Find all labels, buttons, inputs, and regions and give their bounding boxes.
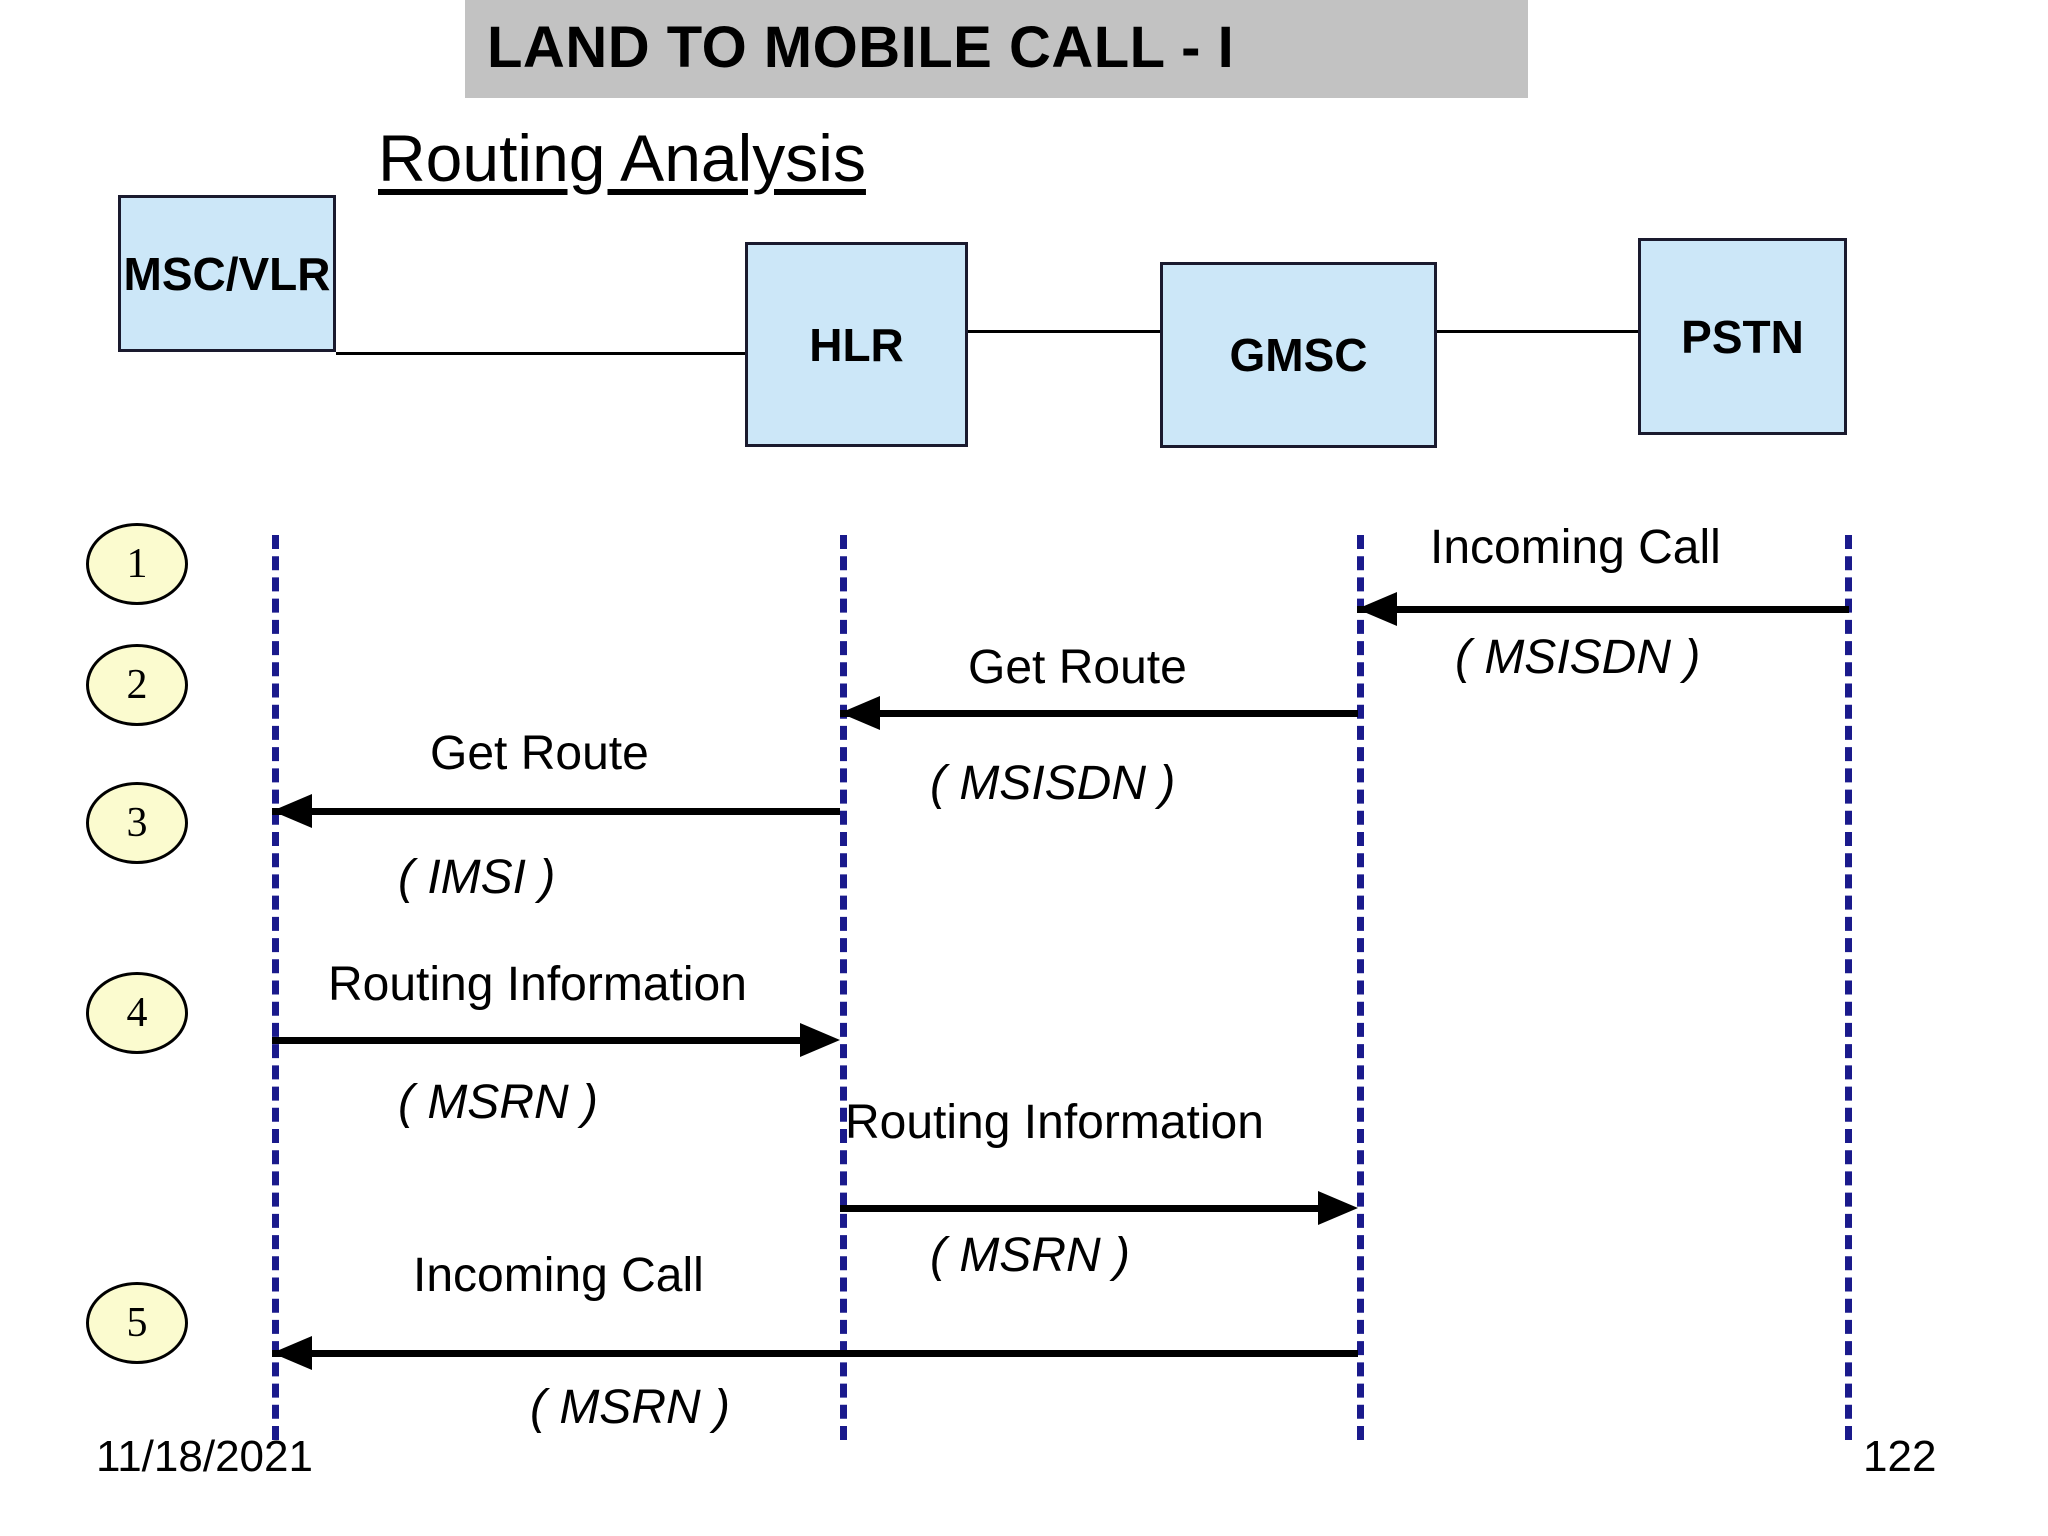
message-label-4: Routing Information xyxy=(328,958,747,1011)
message-line-2 xyxy=(840,710,1358,717)
step-number-5: 5 xyxy=(126,1300,148,1346)
connector-hlr-gmsc xyxy=(968,330,1160,333)
message-param-5: ( MSRN ) xyxy=(930,1229,1130,1282)
node-box-pstn: PSTN xyxy=(1638,238,1847,435)
message-param-1: ( MSISDN ) xyxy=(1455,631,1701,684)
lifeline-pstn xyxy=(1845,535,1852,1440)
connector-gmsc-pstn xyxy=(1437,330,1638,333)
message-arrowhead-5 xyxy=(1318,1191,1358,1225)
message-param-2: ( MSISDN ) xyxy=(930,757,1176,810)
step-number-4: 4 xyxy=(126,990,148,1036)
message-param-6: ( MSRN ) xyxy=(530,1381,730,1434)
message-line-5 xyxy=(840,1205,1318,1212)
step-number-1: 1 xyxy=(126,541,148,587)
lifeline-mscvlr xyxy=(272,535,279,1440)
step-number-3: 3 xyxy=(126,800,148,846)
title-banner: LAND TO MOBILE CALL - I xyxy=(465,0,1528,98)
message-arrowhead-1 xyxy=(1357,592,1397,626)
message-label-5: Routing Information xyxy=(845,1096,1264,1149)
node-label-mscvlr: MSC/VLR xyxy=(123,247,331,300)
step-number-2: 2 xyxy=(126,662,148,708)
message-line-4 xyxy=(272,1037,800,1044)
node-box-mscvlr: MSC/VLR xyxy=(118,195,336,352)
connector-mscvlr-hlr xyxy=(336,352,745,355)
message-label-2: Get Route xyxy=(968,641,1187,694)
node-box-hlr: HLR xyxy=(745,242,968,447)
lifeline-gmsc xyxy=(1357,535,1364,1440)
subtitle-heading: Routing Analysis xyxy=(378,121,866,195)
message-arrowhead-2 xyxy=(840,696,880,730)
step-circle-2: 2 xyxy=(86,644,188,726)
message-arrowhead-4 xyxy=(800,1023,840,1057)
node-label-gmsc: GMSC xyxy=(1229,329,1368,381)
footer-date: 11/18/2021 xyxy=(96,1432,313,1481)
step-circle-3: 3 xyxy=(86,782,188,864)
message-param-3: ( IMSI ) xyxy=(398,851,556,904)
message-line-6 xyxy=(272,1350,1358,1357)
step-circle-5: 5 xyxy=(86,1282,188,1364)
message-arrowhead-3 xyxy=(272,794,312,828)
node-box-gmsc: GMSC xyxy=(1160,262,1437,448)
message-arrowhead-6 xyxy=(272,1336,312,1370)
lifeline-hlr xyxy=(840,535,847,1440)
message-label-3: Get Route xyxy=(430,727,649,780)
footer-page-number: 122 xyxy=(1863,1432,1937,1481)
message-label-6: Incoming Call xyxy=(413,1249,704,1302)
page-title: LAND TO MOBILE CALL - I xyxy=(487,15,1235,80)
message-label-1: Incoming Call xyxy=(1430,521,1721,574)
step-circle-1: 1 xyxy=(86,523,188,605)
node-label-hlr: HLR xyxy=(809,318,904,371)
message-line-3 xyxy=(272,808,840,815)
message-param-4: ( MSRN ) xyxy=(398,1076,598,1129)
step-circle-4: 4 xyxy=(86,972,188,1054)
node-label-pstn: PSTN xyxy=(1681,310,1804,363)
message-line-1 xyxy=(1357,606,1849,613)
